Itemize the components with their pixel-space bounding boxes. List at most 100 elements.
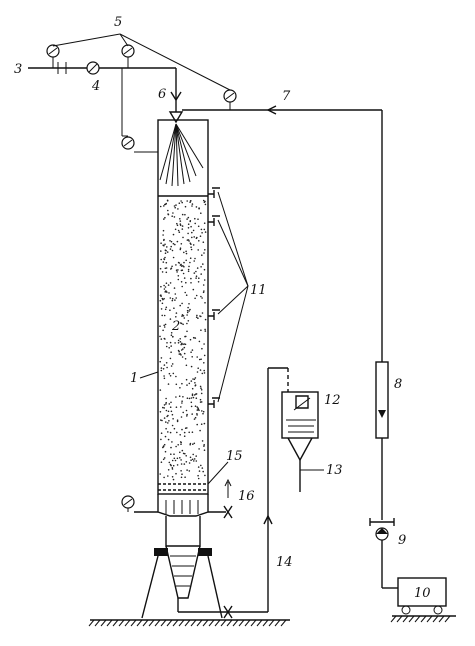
packing-particle [164, 216, 166, 219]
packing-particle [191, 394, 194, 397]
packing-particle [204, 474, 206, 477]
packing-particle [175, 445, 177, 448]
packing-particle [176, 240, 179, 243]
packing-particle [171, 476, 174, 478]
hatch-mark [202, 619, 209, 627]
packing-particle [185, 461, 188, 463]
packing-particle [162, 368, 165, 370]
label-14: 14 [276, 555, 293, 570]
packing-particle [165, 267, 168, 269]
packing-particle [204, 330, 207, 332]
packing-particle [167, 209, 169, 212]
packing-particle [175, 375, 177, 378]
packing-particle [177, 229, 180, 232]
packing-particle [168, 403, 171, 405]
packing-particle [189, 456, 192, 459]
packing-particle [170, 446, 172, 449]
hatch-mark [112, 619, 119, 627]
packing-particle [199, 398, 202, 401]
packing-particle [201, 467, 204, 469]
packing-particle [197, 474, 199, 477]
packing-particle [180, 281, 183, 283]
packing-particle [164, 256, 166, 259]
packing-particle [176, 224, 179, 227]
packing-particle [164, 308, 167, 311]
packing-particle [201, 410, 203, 412]
packing-particle [169, 282, 172, 284]
packing-particle [203, 222, 206, 224]
packing-particle [181, 314, 184, 316]
packing-particle [198, 340, 201, 343]
packing-particle [161, 271, 164, 273]
packing-particle [163, 324, 165, 327]
hatch-mark [262, 619, 269, 627]
packing-particle [159, 325, 161, 328]
packing-particle [180, 416, 183, 418]
packing-particle [175, 396, 177, 398]
hatch-mark [100, 619, 107, 627]
packing-particle [165, 282, 168, 285]
packing-particle [188, 397, 191, 400]
packing-particle [184, 476, 186, 479]
packing-particle [188, 470, 191, 472]
packing-particle [199, 235, 202, 237]
packing-particle [202, 241, 205, 243]
packing-particle [200, 273, 202, 275]
column-1 [157, 119, 209, 495]
packing-particle [203, 290, 205, 292]
packing-particle [163, 258, 166, 261]
packing-particle [163, 457, 166, 459]
hatch-mark [220, 619, 227, 627]
packing-particle [180, 269, 183, 272]
packing-particle [186, 309, 189, 312]
packing-particle [198, 358, 201, 361]
packing-particle [182, 315, 185, 317]
packing-particle [196, 371, 199, 373]
packing-particle [194, 377, 197, 379]
packing-particle [200, 387, 202, 390]
packing-particle [170, 240, 173, 243]
packing-particle [190, 351, 192, 354]
hatch-mark [256, 619, 263, 627]
packing-particle [180, 343, 182, 346]
packing-particle [160, 242, 162, 244]
packing-particle [184, 213, 186, 216]
packing-particle [171, 297, 174, 300]
packing-particle [181, 213, 184, 216]
spray-cone [159, 123, 204, 187]
packing-particle [167, 410, 170, 413]
packing-particle [195, 393, 198, 395]
packing-particle [190, 459, 192, 462]
packing-particle [175, 264, 177, 266]
packing-particle [200, 389, 203, 391]
packing-particle [194, 405, 197, 408]
packing-particle [196, 414, 198, 416]
packing-particle [199, 315, 201, 317]
packing-particle [181, 473, 183, 476]
packing-particle [198, 207, 200, 210]
liquid-line-7 [182, 105, 383, 362]
packing-particle [199, 429, 201, 432]
packing-particle [180, 263, 182, 266]
packing-particle [163, 404, 166, 406]
packing-particle [202, 284, 205, 286]
packing-particle [161, 314, 163, 317]
packing-particle [193, 236, 195, 238]
pump-floor-hatch [390, 615, 451, 623]
packing-particle [160, 250, 162, 252]
label-13: 13 [326, 463, 343, 478]
packing-particle [166, 246, 168, 248]
packing-particle [195, 277, 197, 279]
packing-particle [171, 467, 174, 469]
packing-particle [187, 216, 190, 219]
packing-particle [170, 410, 173, 413]
packing-particle [180, 470, 182, 472]
packing-particle [179, 387, 181, 389]
packing-particle [168, 420, 170, 422]
label-12: 12 [324, 393, 341, 408]
packing-particle [191, 236, 193, 239]
packing-particle [195, 270, 197, 273]
hatch-mark [106, 619, 113, 627]
packing-particle [202, 412, 204, 415]
